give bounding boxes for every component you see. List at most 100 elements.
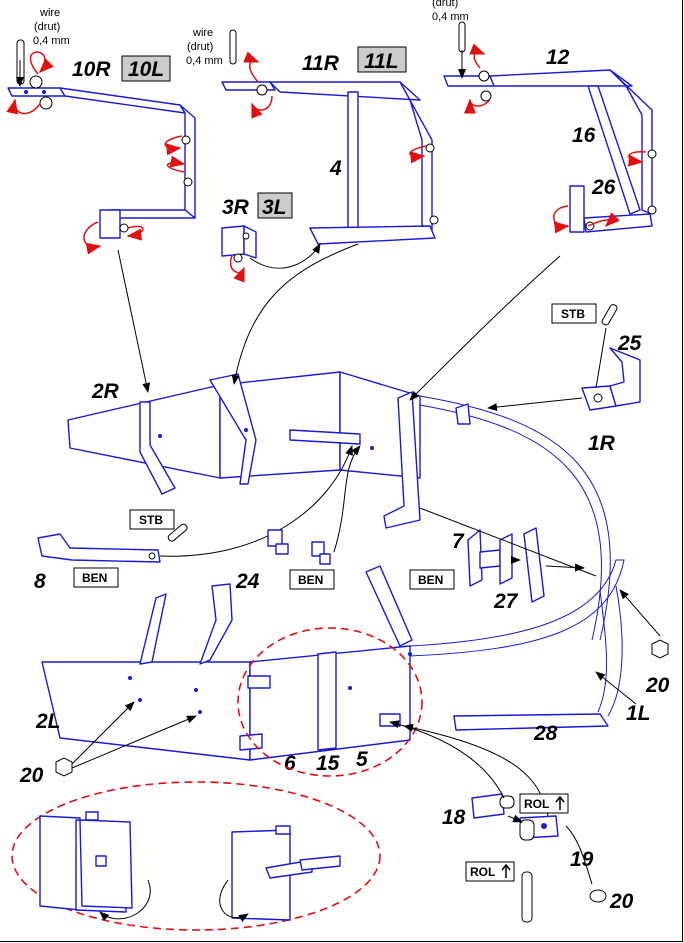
pointer-line	[595, 327, 607, 389]
rotation-arrow	[469, 43, 486, 69]
rotation-arrow	[229, 255, 245, 283]
part-12-bracket	[443, 69, 657, 233]
stb-pin-2	[167, 523, 188, 542]
detail-highlight-ring	[237, 627, 423, 777]
part-18-hinge	[471, 793, 515, 819]
rotation-arrow	[166, 155, 186, 173]
detail-view-right	[219, 825, 341, 923]
tag-ben-1: BEN	[82, 571, 107, 585]
part-3-clip	[221, 225, 257, 263]
part-28-strip	[453, 713, 609, 731]
label-12: 12	[546, 46, 570, 69]
label-6: 6	[284, 752, 296, 775]
part-24-plates	[267, 529, 331, 565]
part-10-bracket	[7, 75, 196, 239]
pointer-arrow	[409, 255, 561, 401]
label-11L-box	[357, 46, 407, 73]
wire-note-2-line2: (drut)	[187, 41, 213, 53]
label-11L: 11L	[364, 50, 399, 73]
label-18: 18	[442, 806, 466, 829]
detail-zoom-ring	[11, 781, 381, 931]
pointer-arrow	[71, 715, 197, 769]
pointer-arrow	[595, 671, 637, 705]
label-1R: 1R	[588, 432, 616, 455]
label-5: 5	[356, 748, 368, 771]
label-15: 15	[316, 752, 340, 775]
pointer-arrow	[117, 249, 151, 393]
label-8: 8	[34, 570, 46, 593]
label-24: 24	[235, 570, 260, 593]
tag-stb-1: STB	[561, 307, 585, 321]
pin-bottom	[521, 871, 533, 923]
part-19-hinge	[519, 815, 559, 841]
part-11-bracket	[221, 81, 439, 245]
label-20b: 20	[19, 764, 44, 787]
label-2R: 2R	[91, 380, 120, 403]
part-27-plate	[523, 527, 545, 603]
tag-stb-1-box	[551, 303, 597, 324]
pointer-arrow	[487, 397, 583, 412]
nut-20-right	[651, 639, 669, 659]
pointer-arrow	[249, 243, 321, 269]
label-3R: 3R	[222, 196, 250, 219]
label-11R: 11R	[302, 52, 340, 75]
pointer-arrow	[333, 445, 361, 553]
label-28: 28	[533, 722, 558, 745]
rotation-arrow	[251, 95, 273, 119]
label-10L-box	[121, 55, 171, 82]
rotation-arrow	[29, 51, 54, 75]
part-2R-side-panel	[67, 371, 421, 529]
part-1L-outer-strip	[409, 559, 625, 717]
rotation-arrow	[126, 225, 144, 241]
wire-note-1-line1: wire	[39, 7, 60, 19]
part-25-clip	[581, 347, 641, 411]
label-25: 25	[617, 332, 642, 355]
tag-ben-2-box	[289, 569, 335, 590]
part-8-bar	[37, 533, 161, 563]
tag-stb-2: STB	[139, 513, 163, 527]
wire-note-1-line2: (drut)	[34, 21, 60, 33]
wire-pin-2	[229, 29, 237, 65]
label-10R: 10R	[72, 58, 111, 81]
label-19: 19	[570, 848, 594, 871]
label-16: 16	[572, 124, 596, 147]
wire-note-1-line3: 0,4 mm	[33, 35, 70, 47]
pointer-arrow	[71, 701, 135, 765]
tag-ben-3-box	[409, 569, 455, 590]
tag-rol-1: ROL	[524, 797, 549, 811]
rotation-arrow	[464, 98, 491, 114]
label-4: 4	[329, 157, 342, 180]
label-27: 27	[493, 590, 519, 613]
part-2L-side-panel	[41, 565, 413, 761]
wire-pin-1	[16, 39, 25, 87]
pointer-arrow	[159, 445, 353, 557]
label-3L-box	[257, 192, 293, 219]
rotation-arrow	[6, 98, 41, 115]
pointer-arrow	[507, 814, 523, 823]
rotation-arrow	[243, 51, 260, 83]
pointer-line	[565, 825, 593, 885]
label-20c: 20	[609, 890, 634, 913]
tag-ben-2: BEN	[298, 573, 323, 587]
detail-view-left	[39, 811, 151, 921]
wire-note-2-line1: wire	[192, 27, 213, 39]
rotation-arrow	[587, 212, 620, 228]
arrow-up-icon	[555, 795, 565, 810]
nut-20-bottom	[589, 889, 607, 903]
nut-20-left	[55, 757, 73, 777]
wire-note-2-line3: 0,4 mm	[186, 55, 223, 67]
part-1R-outer-strip	[419, 395, 611, 641]
part-7-bracket	[467, 529, 513, 587]
tag-rol-2: ROL	[470, 865, 495, 879]
stb-pin-1	[601, 304, 618, 326]
pointer-arrow	[545, 563, 585, 572]
label-2L: 2L	[35, 710, 61, 733]
wire-pin-3	[458, 21, 466, 79]
label-7: 7	[452, 530, 465, 553]
tag-rol-1-box	[519, 793, 569, 814]
rotation-arrow	[627, 151, 647, 167]
rotation-arrow	[553, 205, 570, 234]
rotation-arrow	[164, 135, 183, 156]
